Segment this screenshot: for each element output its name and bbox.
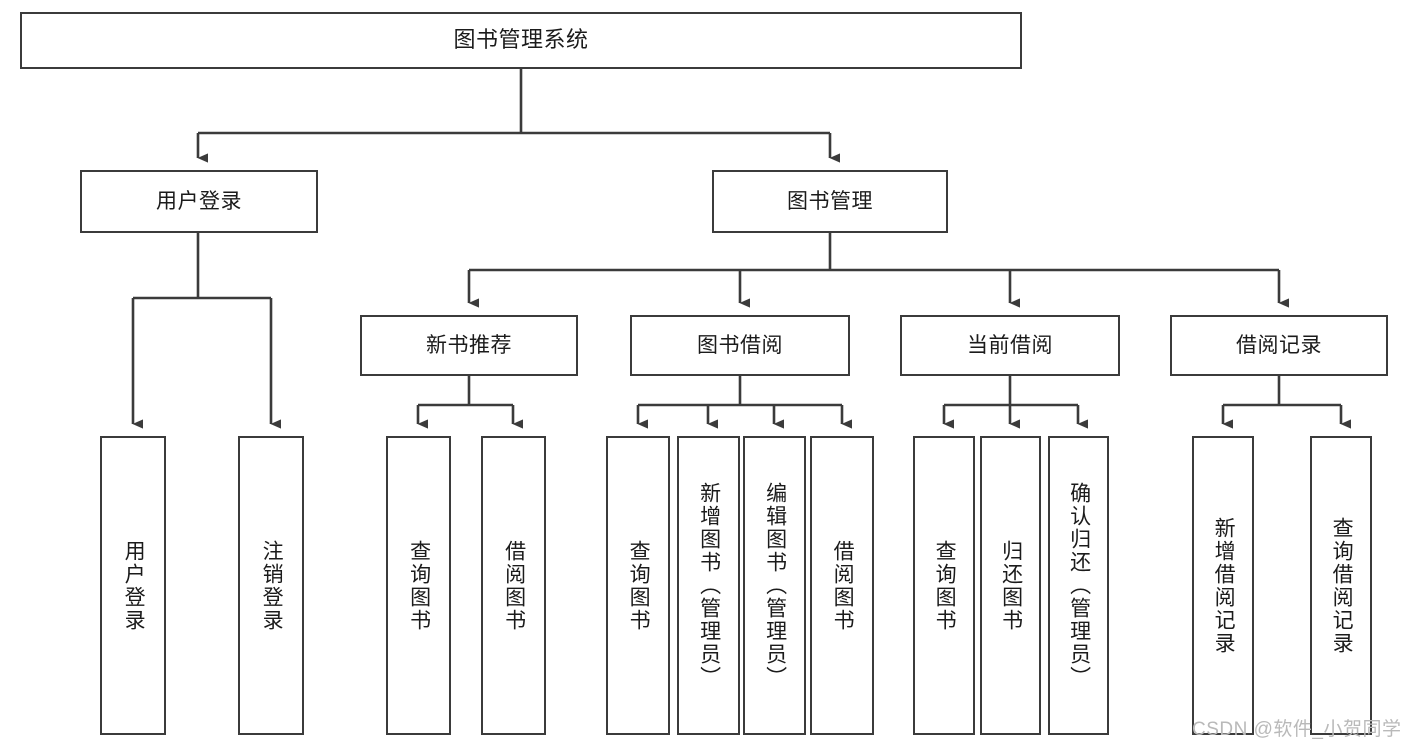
- leaf-current-borrow-confirm-return-admin[interactable]: 确认归还（管理员）: [1048, 436, 1109, 735]
- leaf-current-borrow-query-books[interactable]: 查询图书: [913, 436, 975, 735]
- node-label: 查询图书: [627, 539, 651, 632]
- leaf-current-borrow-return-books[interactable]: 归还图书: [980, 436, 1041, 735]
- node-label: 确认归还（管理员）: [1067, 482, 1091, 689]
- node-user-login[interactable]: 用户登录: [80, 170, 318, 233]
- node-label: 新书推荐: [426, 333, 512, 357]
- leaf-book-borrow-query-books[interactable]: 查询图书: [606, 436, 670, 735]
- leaf-borrow-records-query-record[interactable]: 查询借阅记录: [1310, 436, 1372, 735]
- node-label: 编辑图书（管理员）: [763, 482, 787, 689]
- leaf-book-borrow-borrow-books[interactable]: 借阅图书: [810, 436, 874, 735]
- node-label: 借阅图书: [502, 539, 526, 632]
- node-label: 新增借阅记录: [1212, 516, 1236, 655]
- leaf-user-login-login[interactable]: 用户登录: [100, 436, 166, 735]
- leaf-new-book-borrow-books[interactable]: 借阅图书: [481, 436, 546, 735]
- node-label: 图书管理系统: [453, 27, 589, 53]
- leaf-book-borrow-edit-book-admin[interactable]: 编辑图书（管理员）: [743, 436, 806, 735]
- node-book-management[interactable]: 图书管理: [712, 170, 948, 233]
- node-label: 用户登录: [156, 189, 242, 213]
- node-label: 用户登录: [122, 539, 146, 632]
- leaf-user-login-logout[interactable]: 注销登录: [238, 436, 304, 735]
- node-book-borrow[interactable]: 图书借阅: [630, 315, 850, 376]
- node-label: 查询借阅记录: [1330, 516, 1354, 655]
- node-label: 图书借阅: [697, 333, 783, 357]
- node-new-book-recommend[interactable]: 新书推荐: [360, 315, 578, 376]
- node-label: 归还图书: [999, 539, 1023, 632]
- node-label: 借阅图书: [831, 539, 855, 632]
- node-label: 查询图书: [933, 539, 957, 632]
- node-current-borrow[interactable]: 当前借阅: [900, 315, 1120, 376]
- node-root-book-management-system[interactable]: 图书管理系统: [20, 12, 1022, 69]
- node-borrow-records[interactable]: 借阅记录: [1170, 315, 1388, 376]
- node-label: 借阅记录: [1236, 333, 1322, 357]
- node-label: 新增图书（管理员）: [697, 482, 721, 689]
- leaf-new-book-query-books[interactable]: 查询图书: [386, 436, 451, 735]
- node-label: 注销登录: [260, 539, 284, 632]
- leaf-book-borrow-add-book-admin[interactable]: 新增图书（管理员）: [677, 436, 740, 735]
- node-label: 当前借阅: [967, 333, 1053, 357]
- leaf-borrow-records-add-record[interactable]: 新增借阅记录: [1192, 436, 1254, 735]
- node-label: 查询图书: [407, 539, 431, 632]
- node-label: 图书管理: [787, 189, 873, 213]
